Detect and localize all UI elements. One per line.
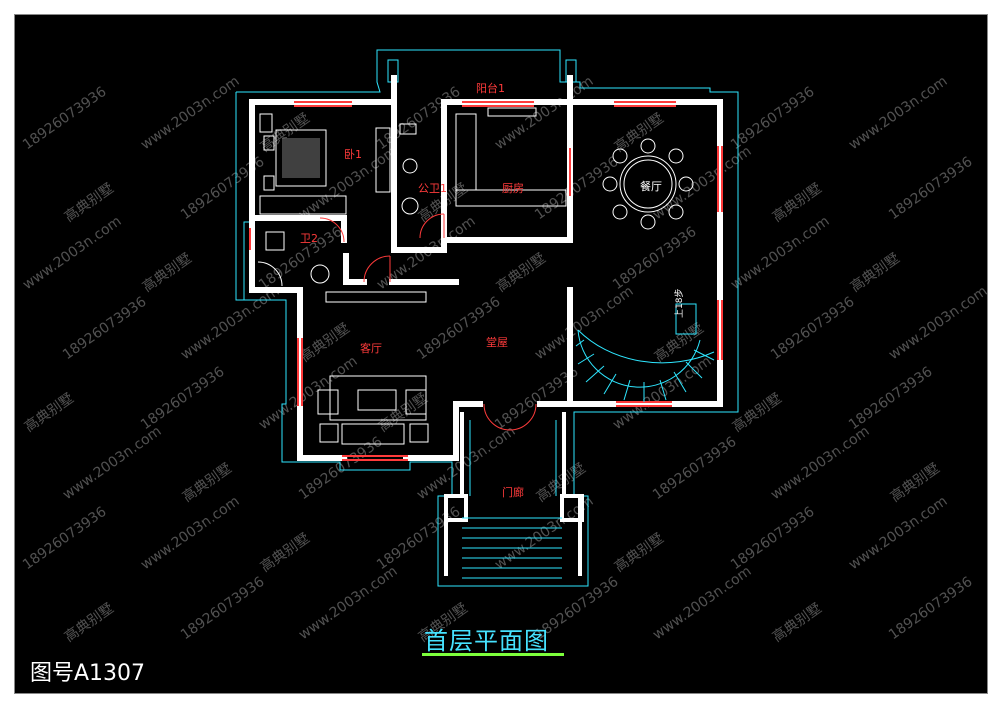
room-label-dining: 餐厅 xyxy=(640,180,662,193)
room-label-porch: 门廊 xyxy=(502,486,524,499)
drawing-title: 首层平面图 xyxy=(424,627,549,655)
room-label-hall: 堂屋 xyxy=(486,336,508,349)
drawing-code: 图号A1307 xyxy=(30,661,146,686)
title-underline xyxy=(422,653,564,656)
room-label-living: 客厅 xyxy=(360,342,382,355)
room-label-kitchen: 厨房 xyxy=(502,182,524,195)
stair-note: 上18步 xyxy=(675,288,685,318)
room-label-bedroom: 卧1 xyxy=(344,148,362,161)
room-label-bath2: 卫2 xyxy=(300,232,318,245)
drawing-frame xyxy=(14,14,988,694)
room-label-balcony: 阳台1 xyxy=(476,82,505,95)
room-label-bath-public: 公卫1 xyxy=(418,182,447,195)
